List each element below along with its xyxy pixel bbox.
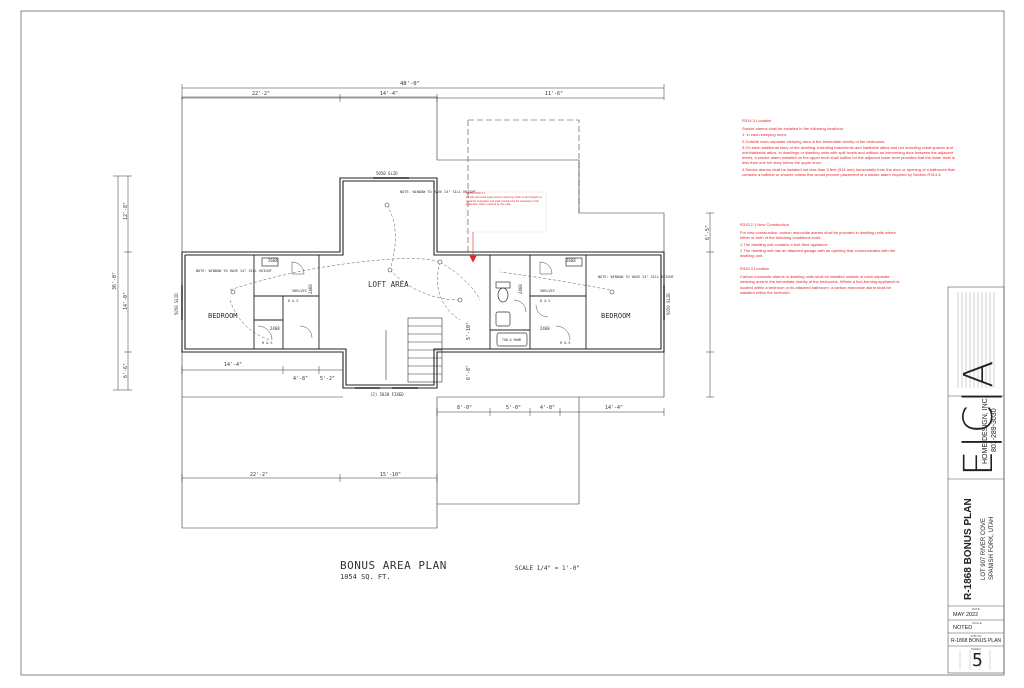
plan-area: 1054 SQ. FT.	[340, 573, 391, 581]
room-bedroom-left: BEDROOM	[208, 312, 238, 320]
note-co-location-heading: R315.3 Location	[740, 266, 770, 271]
room-loft: LOFT AREA	[368, 280, 409, 289]
dim-left-a: 12'-8"	[123, 202, 129, 220]
date-caption: DATE	[972, 607, 980, 611]
window-note-right: NOTE: WINDOW TO HAVE 24" SILL HEIGHT	[598, 275, 675, 279]
dim-top-1: 22'-2"	[252, 91, 270, 97]
shelves-right: SHELVES	[540, 289, 555, 293]
stair	[385, 317, 443, 383]
dim-bottom-c2: 5'-2"	[320, 376, 335, 382]
sheet-number: 5	[972, 650, 983, 671]
project-title: R-1868 BONUS PLAN	[963, 498, 974, 600]
dim-bottom-r1: 8'-0"	[457, 405, 472, 411]
door-d6: 2468	[308, 284, 313, 294]
dim-bottom-mid: 15'-10"	[380, 472, 401, 478]
shelves-left: SHELVES	[292, 289, 307, 293]
note-center-body: All attic and crawl space access opening…	[466, 196, 542, 206]
dim-left-b: 14'-0"	[123, 292, 129, 310]
sheet-border	[20, 10, 1005, 676]
note-co-intro: For new construction, carbon monoxide al…	[740, 230, 896, 241]
window-note-top: NOTE: WINDOW TO HAVE 24" SILL HEIGHT	[400, 190, 477, 194]
firm-phone: 801-289-3030	[991, 408, 998, 452]
note-smoke-item-4: 4.Smoke alarms shall be installed not le…	[742, 166, 955, 177]
note-smoke-item-1: 1. In each sleeping room.	[742, 132, 787, 138]
door-d5: 2468	[518, 284, 523, 294]
dim-overall-top: 48'-0"	[400, 81, 420, 87]
door-swings	[257, 261, 571, 341]
title-block-frame	[947, 286, 1005, 674]
door-d4: 2668	[566, 258, 576, 263]
plan-title: BONUS AREA PLAN	[340, 559, 447, 572]
job-caption: JOB NO.	[970, 634, 983, 638]
note-leader	[469, 232, 477, 263]
note-co-item-2: 2.The dwelling unit has an attached gara…	[740, 247, 896, 259]
window-left: 5050 SLID	[174, 293, 179, 315]
project-address-line-1: LOT 907 RIVER COVE	[981, 518, 987, 580]
light-fixtures	[230, 202, 615, 303]
dim-left-c: 6'-6"	[123, 363, 129, 378]
window-right: 5050 SLID	[666, 293, 671, 315]
rs-left-1: R & S	[288, 299, 299, 303]
door-d1: 2668	[268, 258, 278, 263]
note-smoke-item-3: 3.On each additional story of the dwelli…	[742, 144, 955, 166]
exterior-walls	[181, 177, 665, 389]
bath-fixtures	[261, 257, 583, 347]
dim-bottom-left-total: 22'-2"	[250, 472, 268, 478]
door-d2: 2468	[270, 326, 280, 331]
note-co-item-1: 1.The dwelling unit contains a fuel-fire…	[740, 241, 828, 247]
sheet-scale: NOTED	[953, 625, 973, 631]
note-co-new-construction: R315.2.1 New Construction For new constr…	[740, 222, 905, 259]
dim-right-b: 5'-10"	[466, 322, 472, 340]
note-smoke-alarms: R314.3 Location Smoke alarms shall be in…	[742, 118, 956, 178]
rs-right-2: R & S	[560, 341, 571, 345]
dim-bottom-c1: 4'-8"	[293, 376, 308, 382]
job-number: R-1868 BONUS PLAN	[951, 638, 1002, 644]
dim-right-c: 6'-8"	[466, 365, 472, 380]
note-center-heading: NOTE: R302.4.1	[466, 192, 486, 195]
interior-walls-left	[253, 255, 320, 349]
note-co-heading: R315.2.1 New Construction	[740, 222, 789, 227]
title-block-fine-print	[957, 292, 995, 388]
dim-bottom-r3: 4'-8"	[540, 405, 555, 411]
dim-left-overall: 36'-0"	[112, 272, 118, 290]
room-bedroom-right: BEDROOM	[601, 312, 631, 320]
windows	[181, 177, 665, 389]
dim-bottom-room1: 14'-4"	[224, 362, 242, 368]
dimension-lines	[113, 84, 714, 482]
note-co-location-body: Carbon monoxide alarms in dwelling units…	[740, 274, 900, 295]
rs-right-1: R & S	[540, 299, 551, 303]
dim-right-a: 6'-5"	[705, 225, 711, 240]
door-d3: 2468	[540, 326, 550, 331]
window-top: 5050 SLID	[376, 171, 398, 176]
interior-walls-right	[489, 255, 587, 349]
window-note-left: NOTE: WINDOW TO HAVE 24" SILL HEIGHT	[196, 269, 273, 273]
plan-scale: SCALE 1/4" = 1'-0"	[515, 565, 581, 572]
window-bottom: (2) 5020 FIXED	[370, 392, 404, 397]
firm-name: HOME DESIGN, INC.	[982, 396, 989, 464]
dim-bottom-r2: 5'-0"	[506, 405, 521, 411]
note-smoke-item-2: 2.Outside each separate sleeping area in…	[742, 138, 886, 144]
note-smoke-heading: R314.3 Location	[742, 118, 772, 123]
dim-top-2: 14'-4"	[380, 91, 398, 97]
dashed-roof-lines	[467, 119, 580, 252]
sheet-caption: SHEET	[971, 647, 982, 651]
sheet-number-grid	[959, 650, 991, 670]
tub-label: TUB & SHWR	[502, 338, 521, 342]
note-co-location: R315.3 Location Carbon monoxide alarms i…	[740, 266, 905, 296]
project-address-line-2: SPANISH FORK, UTAH	[989, 516, 995, 580]
note-smoke-intro: Smoke alarms shall be installed in the f…	[742, 126, 844, 132]
scale-caption: SCALE	[972, 621, 982, 625]
rs-left-2: R & S	[262, 341, 273, 345]
note-center: NOTE: R302.4.1 All attic and crawl space…	[466, 192, 546, 207]
plan-labels: 48'-0" 22'-2" 14'-4" 11'-6" 36'-0" 12'-8…	[112, 81, 711, 478]
sheet-date: MAY 2022	[953, 612, 979, 618]
dim-top-3: 11'-6"	[545, 91, 563, 97]
dim-bottom-r4: 14'-4"	[605, 405, 623, 411]
note-box	[465, 191, 547, 233]
electrical-circuits	[229, 204, 611, 341]
